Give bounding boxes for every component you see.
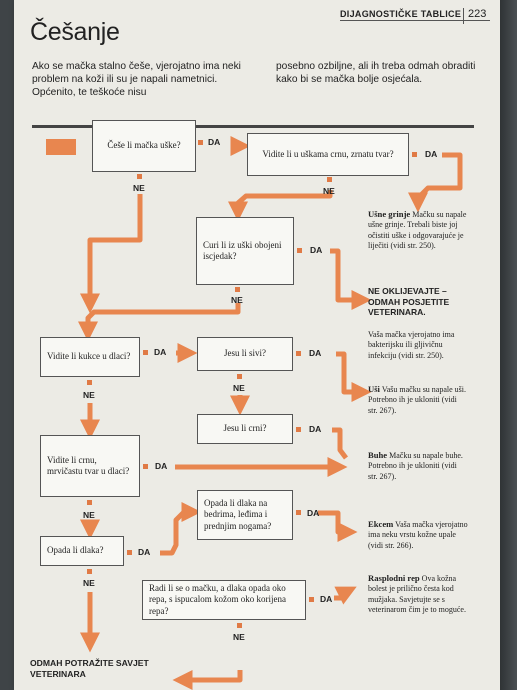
question-box-10: Radi li se o mačku, a dlaka opada oko re… (142, 580, 306, 620)
result-eczema: Ekcem Vaša mačka vjerojatno ima neku vrs… (368, 519, 468, 551)
yes-label: DA (154, 347, 167, 357)
yes-marker (412, 152, 417, 157)
result-eczema-text: Vaša mačka vjerojatno ima neku vrstu kož… (368, 520, 468, 550)
yes-marker (198, 140, 203, 145)
result-stud-tail-title: Rasplodni rep (368, 573, 420, 583)
yes-marker (296, 351, 301, 356)
yes-label: DA (307, 508, 320, 518)
question-box-6: Jesu li crni? (197, 414, 293, 444)
vet-warning: NE OKLIJEVAJTE – ODMAH POSJETITE VETERIN… (368, 286, 450, 317)
question-box-7: Vidite li crnu, mrvičastu tvar u dlaci? (40, 435, 140, 497)
yes-label: DA (425, 149, 438, 159)
yes-label: DA (138, 547, 151, 557)
no-marker (137, 174, 142, 179)
vet-warning-detail: Vaša mačka vjerojatno ima bakterijsku il… (368, 330, 468, 361)
no-label: NE (233, 383, 245, 393)
no-marker (237, 623, 242, 628)
no-label: NE (323, 186, 335, 196)
page-edge (500, 0, 517, 690)
result-fleas-title: Buhe (368, 450, 388, 460)
result-eczema-title: Ekcem (368, 519, 394, 529)
intro-text-left: Ako se mačka stalno češe, vjerojatno ima… (32, 61, 241, 98)
question-box-9: Opada li dlaka? (40, 536, 124, 566)
question-box-8: Opada li dlaka na bedrima, leđima i pred… (197, 490, 293, 540)
result-lice: Uši Vašu mačku su napale uši. Potrebno i… (368, 384, 468, 416)
result-fleas-text: Mačku su napale buhe. Potrebno ih je ukl… (368, 451, 463, 481)
yes-label: DA (208, 137, 221, 147)
yes-marker (296, 510, 301, 515)
page-title: Češanje (30, 18, 120, 46)
final-vet-advice: ODMAH POTRAŽITE SAVJET VETERINARA (30, 658, 149, 679)
no-marker (87, 500, 92, 505)
yes-label: DA (309, 348, 322, 358)
result-stud-tail: Rasplodni rep Ova kožna bolest je prilič… (368, 573, 468, 615)
no-label: NE (83, 390, 95, 400)
page-number: 223 (468, 8, 487, 20)
intro-text-right: posebno ozbiljne, ali ih treba odmah obr… (276, 61, 476, 85)
yes-marker (309, 597, 314, 602)
yes-label: DA (320, 594, 333, 604)
question-box-2: Vidite li u uškama crnu, zrnatu tvar? (247, 133, 409, 176)
no-label: NE (233, 632, 245, 642)
question-2-text: Vidite li u uškama crnu, zrnatu tvar? (262, 148, 394, 159)
yes-label: DA (155, 461, 168, 471)
section-header: DIJAGNOSTIČKE TABLICE (340, 9, 462, 19)
yes-marker (296, 427, 301, 432)
yes-marker (127, 550, 132, 555)
result-ear-mites: Ušne grinje Mačku su napale ušne grinje.… (368, 209, 468, 251)
result-fleas: Buhe Mačku su napale buhe. Potrebno ih j… (368, 450, 468, 482)
no-marker (87, 380, 92, 385)
question-5-text: Jesu li sivi? (224, 348, 266, 359)
no-marker (327, 177, 332, 182)
result-lice-title: Uši (368, 384, 380, 394)
question-1-text: Češe li mačka uške? (107, 140, 181, 151)
question-3-text: Curi li iz uški obojeni iscjedak? (203, 239, 282, 262)
question-box-4: Vidite li kukce u dlaci? (40, 337, 140, 377)
no-marker (237, 374, 242, 379)
yes-marker (143, 464, 148, 469)
no-marker (87, 569, 92, 574)
question-box-1: Češe li mačka uške? (92, 120, 196, 172)
question-8-text: Opada li dlaka na bedrima, leđima i pred… (204, 497, 272, 531)
no-label: NE (83, 578, 95, 588)
yes-marker (297, 248, 302, 253)
yes-marker (143, 350, 148, 355)
question-4-text: Vidite li kukce u dlaci? (47, 351, 131, 362)
yes-label: DA (309, 424, 322, 434)
no-label: NE (83, 510, 95, 520)
result-ear-mites-title: Ušne grinje (368, 209, 411, 219)
question-box-3: Curi li iz uški obojeni iscjedak? (196, 217, 294, 285)
header-separator (463, 8, 464, 24)
question-10-text: Radi li se o mačku, a dlaka opada oko re… (149, 582, 286, 616)
question-7-text: Vidite li crnu, mrvičastu tvar u dlaci? (47, 454, 130, 477)
header-rule (340, 20, 490, 21)
result-lice-text: Vašu mačku su napale uši. Potrebno ih je… (368, 385, 467, 415)
no-marker (235, 287, 240, 292)
vet-warning-text: Vaša mačka vjerojatno ima bakterijsku il… (368, 330, 455, 360)
result-stud-tail-text: Ova kožna bolest je prilično česta kod m… (368, 574, 466, 614)
no-label: NE (231, 295, 243, 305)
intro-divider (32, 125, 474, 128)
yes-label: DA (310, 245, 323, 255)
result-ear-mites-text: Mačku su napale ušne grinje. Trebali bis… (368, 210, 467, 250)
question-9-text: Opada li dlaka? (47, 545, 104, 556)
no-label: NE (133, 183, 145, 193)
question-6-text: Jesu li crni? (223, 423, 267, 434)
question-box-5: Jesu li sivi? (197, 337, 293, 371)
